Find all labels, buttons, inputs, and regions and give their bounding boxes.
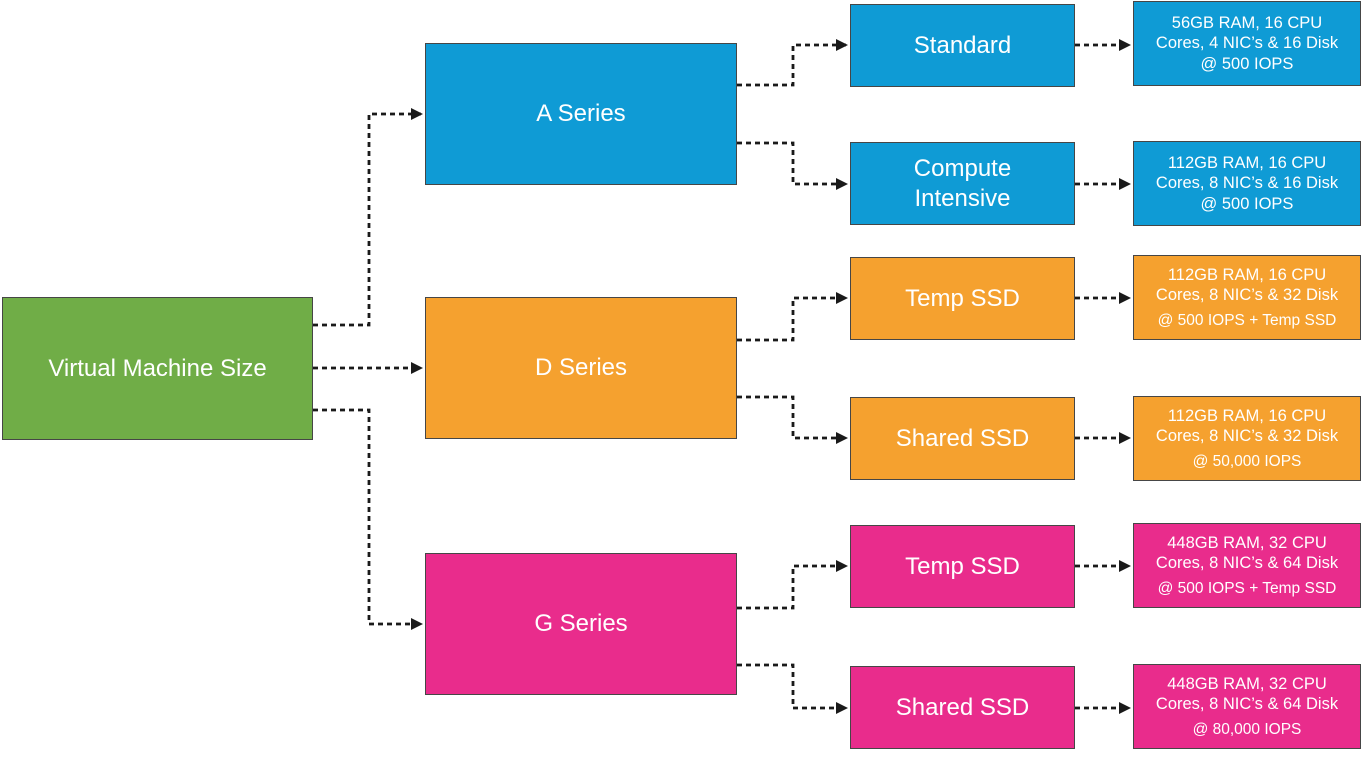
spec-line: 448GB RAM, 32 CPU [1167, 533, 1327, 552]
connector-a-compute-intensive [737, 141, 848, 190]
variant-node-g-temp-ssd: Temp SSD [850, 525, 1075, 608]
spec-line: 112GB RAM, 16 CPU [1167, 406, 1327, 425]
spec-node-d-temp-ssd: 112GB RAM, 16 CPU Cores, 8 NIC’s & 32 Di… [1133, 255, 1361, 340]
spec-line: @ 80,000 IOPS [1192, 720, 1302, 738]
spec-line: 56GB RAM, 16 CPU [1171, 13, 1323, 32]
spec-node-d-shared-ssd: 112GB RAM, 16 CPU Cores, 8 NIC’s & 32 Di… [1133, 396, 1361, 481]
variant-node-compute-intensive: Compute Intensive [850, 142, 1075, 225]
spec-line: Cores, 8 NIC’s & 64 Disk [1155, 695, 1339, 714]
spec-line: 112GB RAM, 16 CPU [1167, 265, 1327, 284]
variant-node-d-temp-ssd: Temp SSD [850, 257, 1075, 340]
connector-root-a-series [313, 108, 423, 327]
spec-node-g-temp-ssd: 448GB RAM, 32 CPU Cores, 8 NIC’s & 64 Di… [1133, 523, 1361, 608]
root-node-virtual-machine-size: Virtual Machine Size [2, 297, 313, 440]
spec-line: @ 500 IOPS [1200, 194, 1294, 213]
series-node-g: G Series [425, 553, 737, 695]
connector-g-temp-ssd [737, 560, 848, 610]
spec-node-standard: 56GB RAM, 16 CPU Cores, 4 NIC’s & 16 Dis… [1133, 1, 1361, 86]
spec-line: Cores, 8 NIC’s & 32 Disk [1155, 427, 1339, 446]
connector-d-temp-ssd [737, 292, 848, 342]
spec-line: Cores, 4 NIC’s & 16 Disk [1155, 34, 1339, 53]
spec-line: @ 500 IOPS + Temp SSD [1157, 311, 1337, 329]
series-node-d: D Series [425, 297, 737, 439]
variant-node-g-shared-ssd: Shared SSD [850, 666, 1075, 749]
spec-line: Cores, 8 NIC’s & 64 Disk [1155, 554, 1339, 573]
spec-line: @ 500 IOPS + Temp SSD [1157, 579, 1337, 597]
spec-line: 112GB RAM, 16 CPU [1167, 153, 1327, 172]
connector-g-shared-ssd [737, 663, 848, 714]
spec-line: @ 50,000 IOPS [1192, 452, 1302, 470]
series-node-a: A Series [425, 43, 737, 185]
spec-line: Cores, 8 NIC’s & 32 Disk [1155, 286, 1339, 305]
variant-node-standard: Standard [850, 4, 1075, 87]
connector-d-shared-ssd [737, 395, 848, 444]
spec-line: Cores, 8 NIC’s & 16 Disk [1155, 174, 1339, 193]
variant-node-d-shared-ssd: Shared SSD [850, 397, 1075, 480]
spec-line: 448GB RAM, 32 CPU [1167, 674, 1327, 693]
spec-node-g-shared-ssd: 448GB RAM, 32 CPU Cores, 8 NIC’s & 64 Di… [1133, 664, 1361, 749]
spec-node-compute-intensive: 112GB RAM, 16 CPU Cores, 8 NIC’s & 16 Di… [1133, 141, 1361, 226]
connector-a-standard [737, 39, 848, 87]
connector-root-g-series [313, 408, 423, 630]
spec-line: @ 500 IOPS [1200, 54, 1294, 73]
